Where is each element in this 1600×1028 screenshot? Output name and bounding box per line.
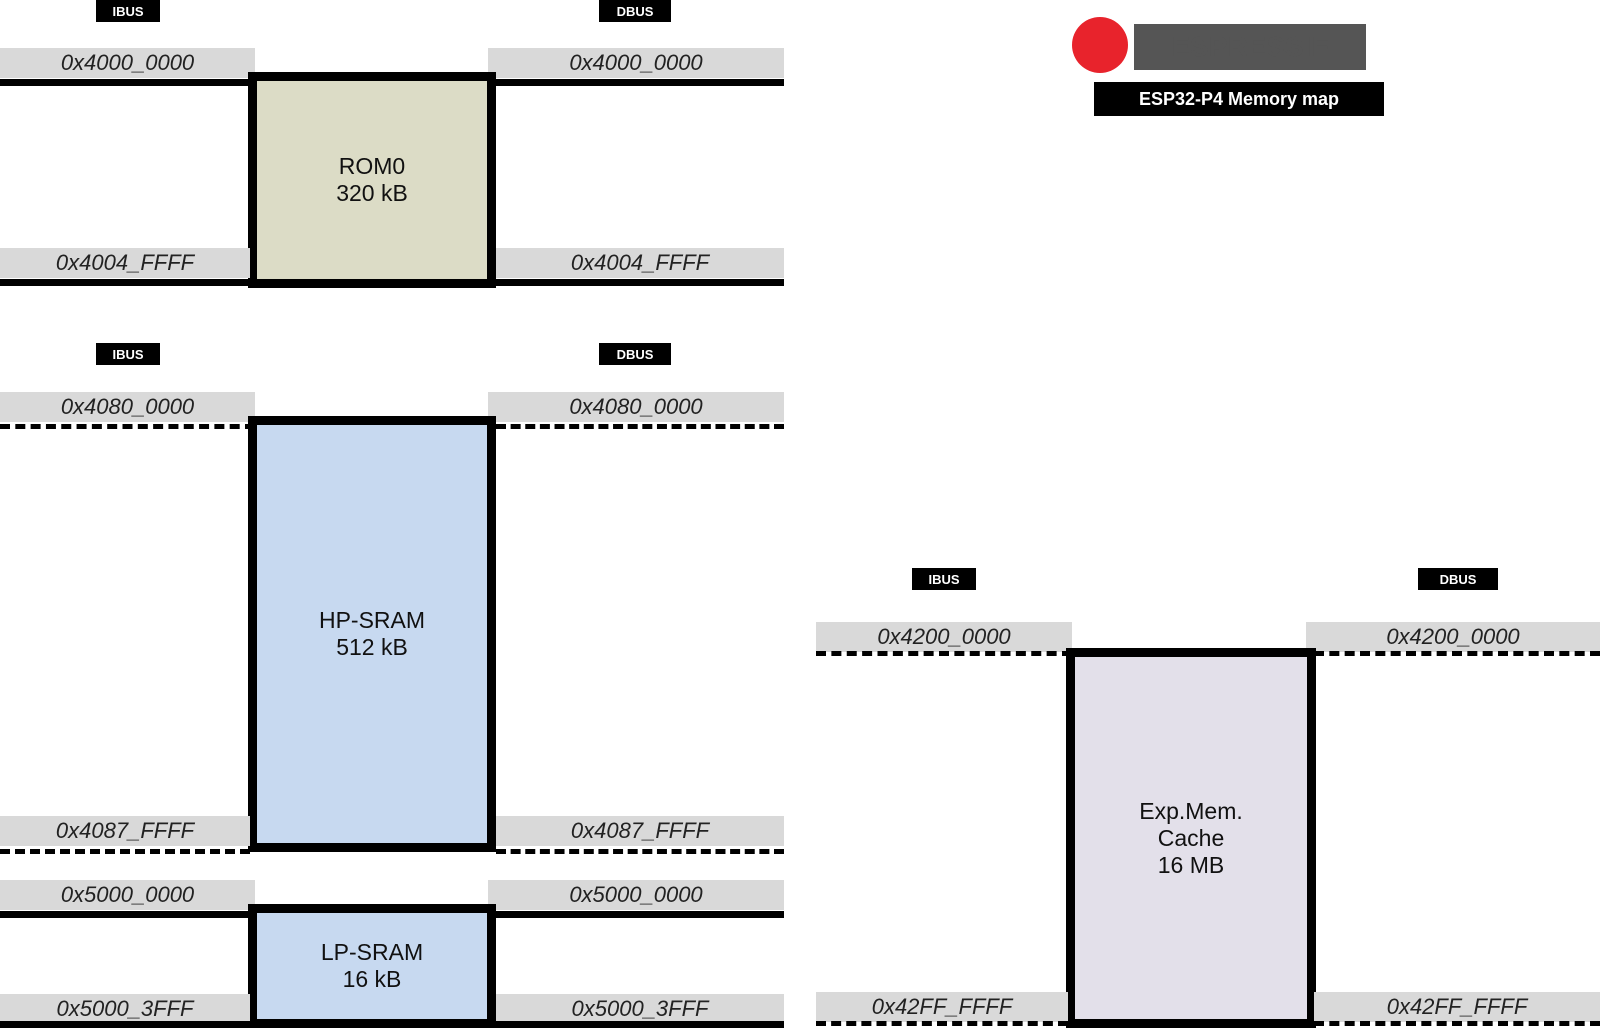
hp-sram-end-address-right: 0x4087_FFFF xyxy=(496,816,784,846)
cache-start-address-right: 0x4200_0000 xyxy=(1306,622,1600,652)
lp-sram-name: LP-SRAM xyxy=(320,939,424,965)
cache-name-line2: Cache xyxy=(1157,824,1225,851)
hp-sram-end-line-left xyxy=(0,849,250,854)
lp-sram-end-line-left xyxy=(0,1021,250,1028)
cache-name-line1: Exp.Mem. xyxy=(1139,797,1243,824)
cache-start-line-right xyxy=(1314,651,1600,656)
hp-sram-end-line-right xyxy=(496,849,784,854)
sram-right-bus-header: DBUS xyxy=(599,343,671,365)
lp-sram-end-address-right: 0x5000_3FFF xyxy=(496,994,784,1024)
lp-sram-size: 16 kB xyxy=(342,966,402,992)
cache-end-line-left xyxy=(816,1021,1068,1026)
diagram-title: ESP32-P4 Memory map xyxy=(1094,82,1384,116)
hp-sram-start-line-left xyxy=(0,424,255,429)
exp-mem-cache-block: Exp.Mem. Cache 16 MB xyxy=(1066,648,1316,1028)
hp-sram-block: HP-SRAM 512 kB xyxy=(248,416,496,852)
rom-start-line-left xyxy=(0,79,260,86)
cache-size: 16 MB xyxy=(1157,851,1225,878)
hp-sram-name: HP-SRAM xyxy=(318,607,426,633)
cache-start-address-left: 0x4200_0000 xyxy=(816,622,1072,652)
cache-end-address-right: 0x42FF_FFFF xyxy=(1314,992,1600,1022)
rom-left-bus-header: IBUS xyxy=(96,0,160,22)
cache-end-address-left: 0x42FF_FFFF xyxy=(816,992,1068,1022)
hp-sram-end-address-left: 0x4087_FFFF xyxy=(0,816,250,846)
lp-sram-start-address-left: 0x5000_0000 xyxy=(0,880,255,910)
hp-sram-start-line-right xyxy=(496,424,784,429)
cache-start-line-left xyxy=(816,651,1072,656)
cache-left-bus-header: IBUS xyxy=(912,568,976,590)
lp-sram-start-line-right xyxy=(488,911,784,918)
rom0-block: ROM0 320 kB xyxy=(248,72,496,288)
espressif-logo-icon xyxy=(1072,17,1128,73)
lp-sram-end-line-right xyxy=(496,1021,784,1028)
lp-sram-start-line-left xyxy=(0,911,260,918)
cache-right-bus-header: DBUS xyxy=(1418,568,1498,590)
rom-end-address-left: 0x4004_FFFF xyxy=(0,248,250,278)
hp-sram-size: 512 kB xyxy=(336,634,408,660)
rom-end-line-right xyxy=(496,279,784,286)
rom0-name: ROM0 xyxy=(338,153,406,179)
rom-start-line-right xyxy=(488,79,784,86)
brand-logo-text: ESPRESSIF xyxy=(1134,24,1366,70)
cache-end-line-right xyxy=(1314,1021,1600,1026)
lp-sram-end-address-left: 0x5000_3FFF xyxy=(0,994,250,1024)
rom-end-line-left xyxy=(0,279,250,286)
rom-end-address-right: 0x4004_FFFF xyxy=(496,248,784,278)
rom-start-address-left: 0x4000_0000 xyxy=(0,48,255,78)
hp-sram-start-address-right: 0x4080_0000 xyxy=(488,392,784,422)
rom-right-bus-header: DBUS xyxy=(599,0,671,22)
hp-sram-start-address-left: 0x4080_0000 xyxy=(0,392,255,422)
lp-sram-start-address-right: 0x5000_0000 xyxy=(488,880,784,910)
sram-left-bus-header: IBUS xyxy=(96,343,160,365)
lp-sram-block: LP-SRAM 16 kB xyxy=(248,904,496,1028)
rom-start-address-right: 0x4000_0000 xyxy=(488,48,784,78)
rom0-size: 320 kB xyxy=(336,180,408,206)
